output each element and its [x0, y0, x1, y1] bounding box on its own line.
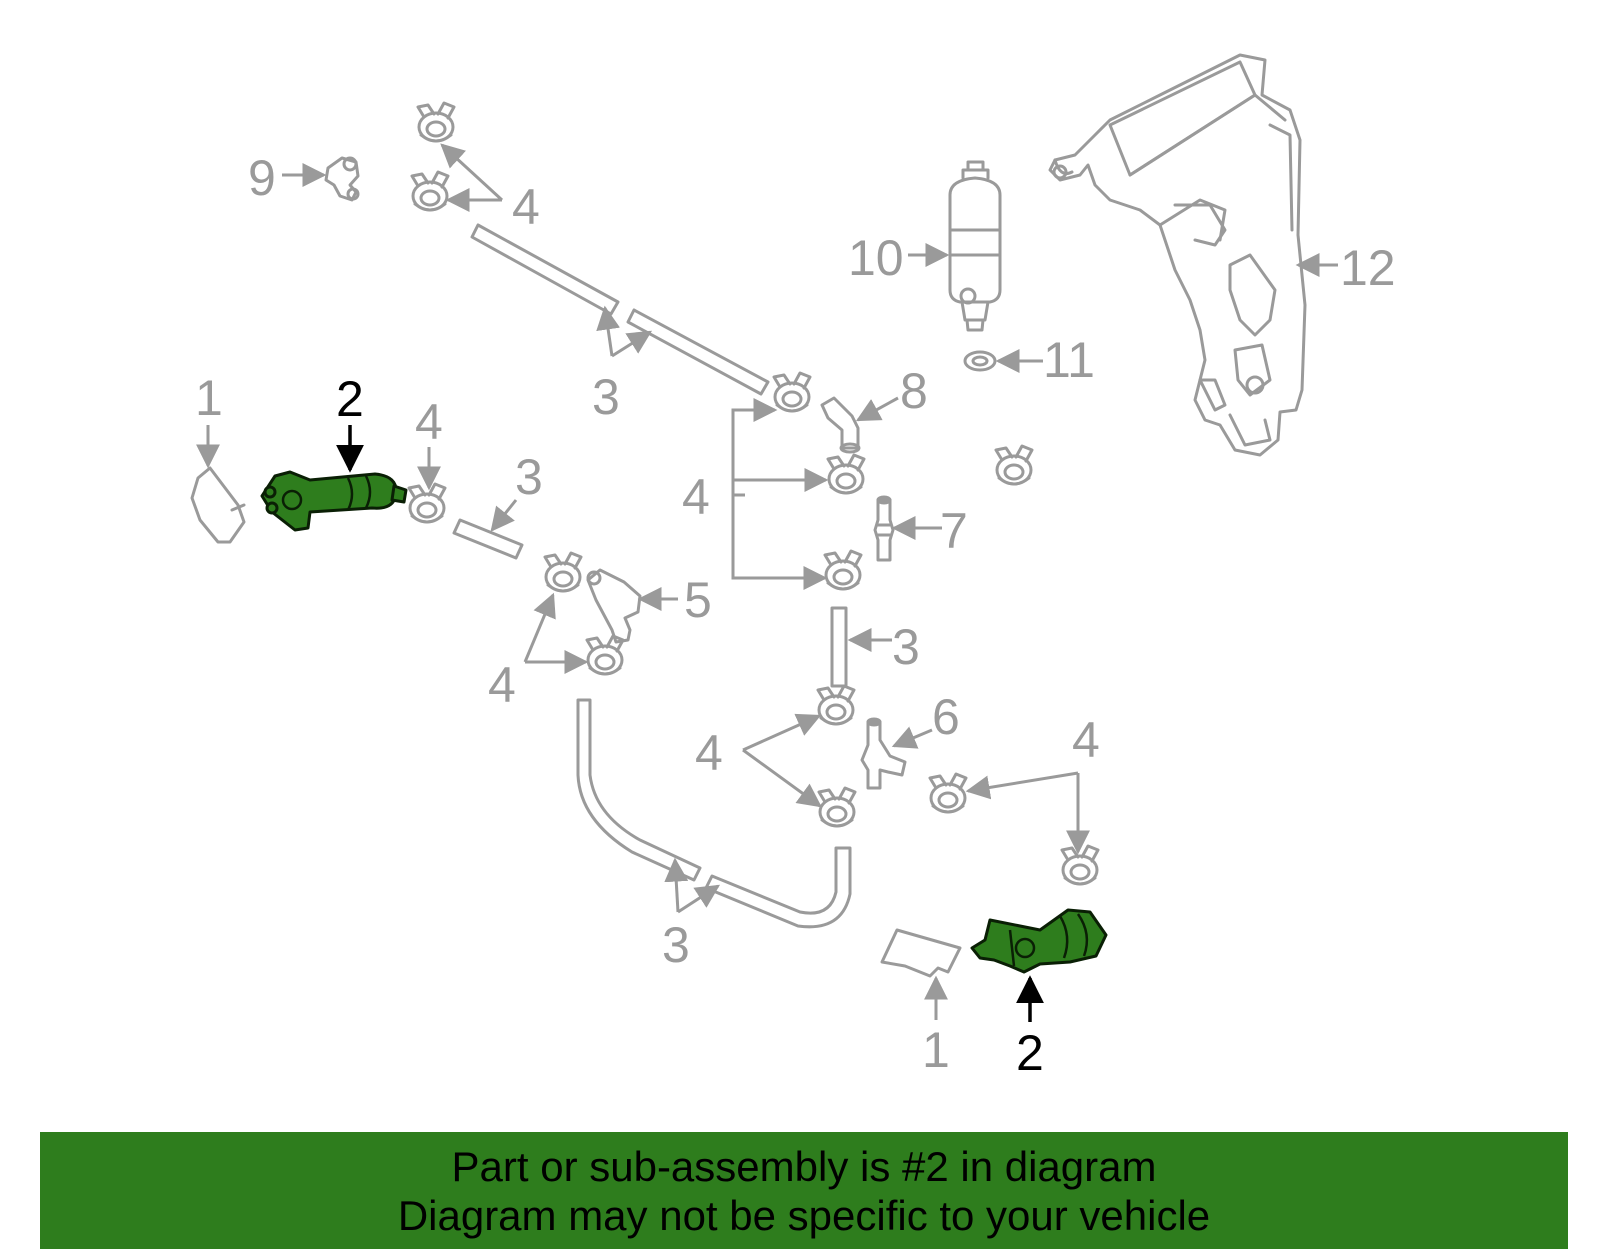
headlamp-washer-nozzle-right	[970, 908, 1108, 974]
callout-7: 7	[940, 503, 968, 559]
callout-4-left: 4	[415, 394, 443, 450]
callout-4-right: 4	[1072, 712, 1100, 768]
straight-connector-7	[873, 495, 895, 562]
banner-line-part-info: Part or sub-assembly is #2 in diagram	[451, 1143, 1157, 1190]
elbow-connector-9	[324, 156, 360, 202]
parts-diagram: 1 1 2 2 3 3 3 3 4 4 4 4 4 4 5 6 7 8 9 10…	[190, 53, 1396, 1081]
washer-pump	[948, 160, 1002, 332]
callout-5: 5	[684, 572, 712, 628]
info-banner: Part or sub-assembly is #2 in diagram Di…	[40, 1132, 1568, 1249]
grommet-seal	[963, 350, 997, 372]
banner-line-disclaimer: Diagram may not be specific to your vehi…	[397, 1192, 1211, 1239]
callout-11: 11	[1043, 332, 1095, 388]
callout-9: 9	[248, 150, 276, 206]
callouts: 1 1 2 2 3 3 3 3 4 4 4 4 4 4 5 6 7 8 9 10…	[195, 150, 1396, 1081]
callout-10: 10	[848, 230, 904, 286]
callout-4-center: 4	[682, 469, 710, 525]
callout-6: 6	[932, 689, 960, 745]
cover-cap-right	[880, 928, 962, 978]
callout-12: 12	[1340, 240, 1396, 296]
headlamp-washer-nozzle-left	[260, 470, 408, 532]
callout-3-top: 3	[592, 369, 620, 425]
callout-3-left: 3	[515, 449, 543, 505]
callout-1-left: 1	[195, 370, 223, 426]
callout-4-top: 4	[512, 179, 540, 235]
callout-1-right: 1	[922, 1022, 950, 1078]
callout-2-right: 2	[1016, 1025, 1044, 1081]
tee-connector-6	[860, 717, 907, 790]
callout-4-lower-center: 4	[695, 725, 723, 781]
hoses	[452, 223, 852, 929]
callout-3-center: 3	[892, 619, 920, 675]
connector-5	[586, 568, 642, 644]
callout-8: 8	[900, 363, 928, 419]
callout-2-left: 2	[336, 371, 364, 427]
leader-lines	[196, 143, 1338, 1022]
cover-cap-left	[190, 466, 246, 544]
washer-reservoir	[1048, 53, 1307, 457]
elbow-connector-8	[820, 396, 861, 454]
callout-3-bottom: 3	[662, 917, 690, 973]
callout-4-lower-left: 4	[488, 657, 516, 713]
